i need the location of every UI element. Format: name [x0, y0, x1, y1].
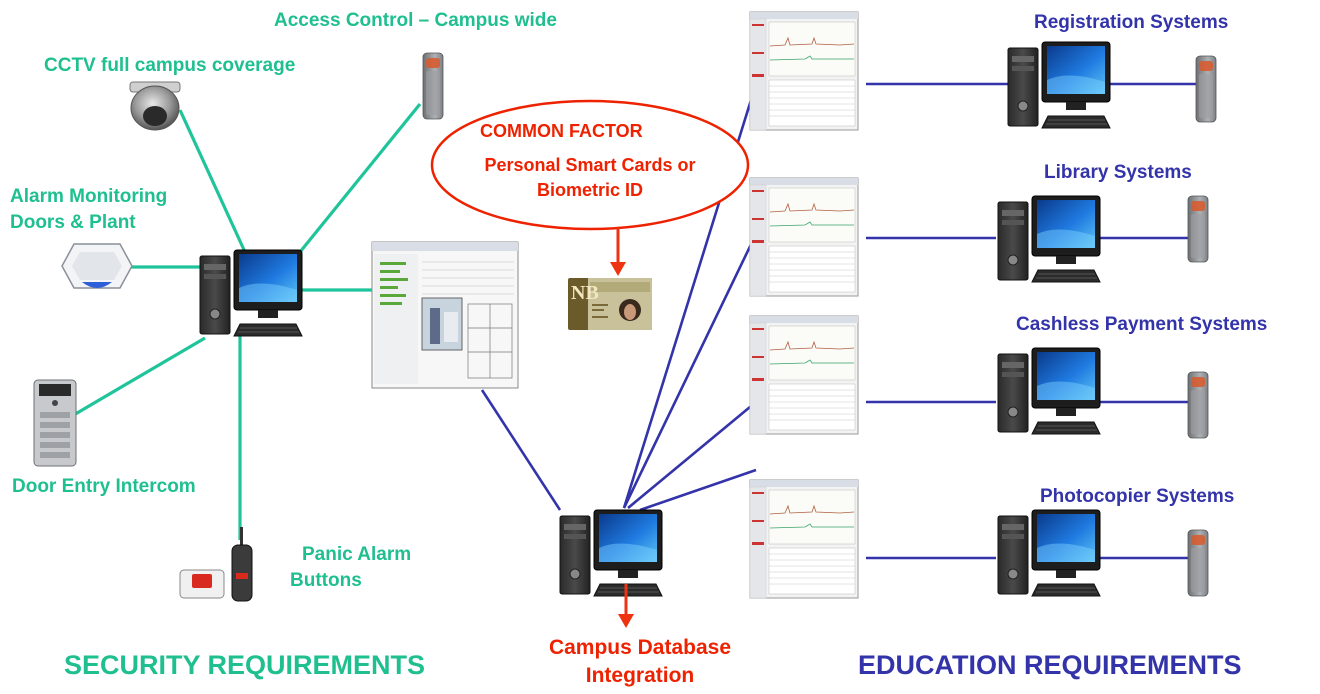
common-factor-title: COMMON FACTOR: [480, 121, 643, 141]
door-entry-intercom-icon: [33, 379, 77, 467]
doors-plant-label: Doors & Plant: [10, 212, 136, 233]
access-control-reader-icon: [422, 52, 444, 120]
link-db-cashless: [627, 400, 757, 510]
registration-computer-icon: [1007, 41, 1111, 129]
photocopier-software-screenshot: [749, 479, 859, 599]
common-factor-line2: Biometric ID: [536, 180, 644, 200]
cctv-camera-icon: [129, 81, 181, 131]
link-db-library: [622, 233, 758, 509]
security-requirements-heading: SECURITY REQUIREMENTS: [64, 650, 426, 680]
alarm-monitoring-label: Alarm Monitoring: [10, 186, 168, 207]
link-cctv: [178, 109, 247, 253]
link-db-photocopier: [639, 468, 757, 512]
cashless-payment-systems-label: Cashless Payment Systems: [1016, 314, 1268, 335]
library-computer-icon: [997, 195, 1101, 283]
photocopier-computer-icon: [997, 509, 1101, 597]
security-software-screenshot: [371, 241, 519, 389]
common-factor-ellipse: [430, 99, 750, 231]
registration-systems-label: Registration Systems: [1034, 12, 1229, 33]
link-door-entry: [71, 336, 206, 418]
panic-buttons-label: Buttons: [290, 570, 362, 591]
photocopier-systems-label: Photocopier Systems: [1040, 486, 1235, 507]
campus-database-label: Campus Database: [548, 636, 732, 659]
cashless-software-screenshot: [749, 315, 859, 435]
access-control-label: Access Control – Campus wide: [274, 10, 557, 31]
smart-id-card-icon: [568, 278, 652, 330]
panic-button-icon: [179, 569, 225, 599]
security-connections: [71, 102, 422, 540]
link-db-software: [480, 389, 562, 511]
common-factor-line1: Personal Smart Cards or: [484, 155, 696, 175]
integration-label: Integration: [585, 664, 695, 687]
panic-alarm-label: Panic Alarm: [302, 544, 412, 565]
library-systems-label: Library Systems: [1044, 162, 1192, 183]
cashless-reader-icon: [1187, 371, 1209, 439]
library-reader-icon: [1187, 195, 1209, 263]
security-computer-icon: [199, 249, 303, 337]
down-arrow-icon: [610, 228, 626, 276]
panic-pendant-icon: [231, 527, 253, 602]
education-requirements-heading: EDUCATION REQUIREMENTS: [858, 650, 1242, 680]
card-logo-text: NB: [571, 282, 599, 304]
photocopier-reader-icon: [1187, 529, 1209, 597]
registration-software-screenshot: [749, 11, 859, 131]
library-software-screenshot: [749, 177, 859, 297]
registration-reader-icon: [1195, 55, 1217, 123]
cctv-label: CCTV full campus coverage: [44, 55, 296, 76]
database-down-arrow-icon: [618, 584, 634, 628]
link-access-control: [298, 102, 422, 254]
door-entry-label: Door Entry Intercom: [12, 476, 196, 497]
database-computer-icon: [559, 509, 663, 597]
cashless-computer-icon: [997, 347, 1101, 435]
alarm-sensor-icon: [61, 243, 133, 289]
education-connections: [480, 82, 1196, 560]
